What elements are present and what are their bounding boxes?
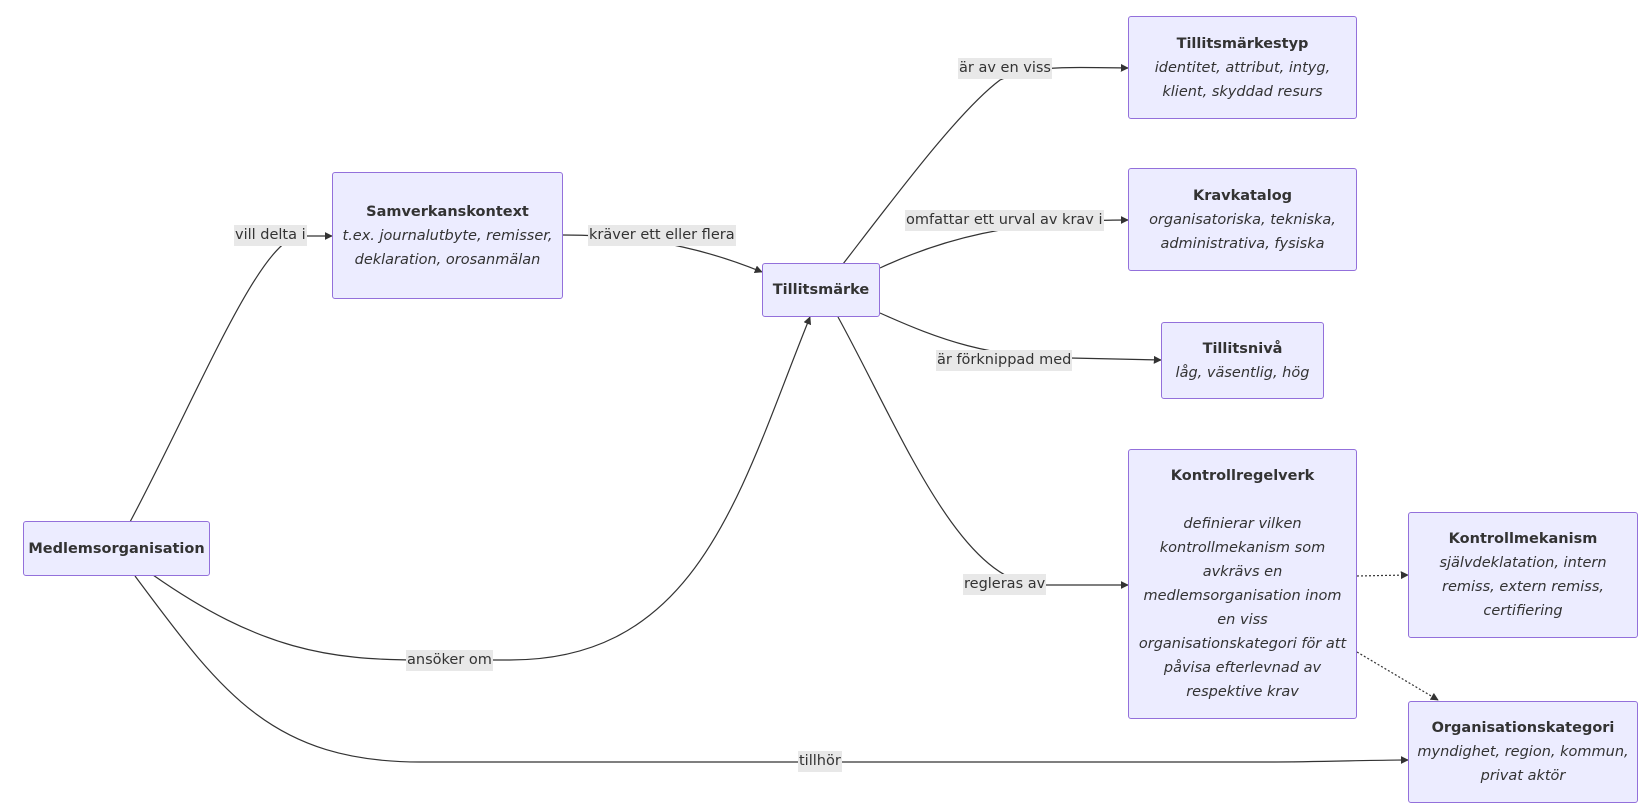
node-title: Samverkanskontext (366, 203, 529, 220)
node-tillitsniva: Tillitsnivå låg, väsentlig, hög (1161, 322, 1324, 399)
node-description: låg, väsentlig, hög (1175, 364, 1310, 381)
node-tillitsmarke: Tillitsmärke (762, 263, 880, 317)
edge-label-vill-delta-i: vill delta i (234, 225, 307, 246)
node-title: Medlemsorganisation (28, 540, 205, 557)
edge-tillhor (134, 575, 1409, 765)
node-description: självdeklatation, intern remiss, extern … (1439, 555, 1607, 619)
node-title: Kontrollmekanism (1448, 531, 1598, 547)
node-title: Organisationskategori (1431, 720, 1615, 736)
node-title: Tillitsmärkestyp (1176, 35, 1309, 52)
node-kontrollregelverk: Kontrollregelverk definierar vilken kont… (1128, 449, 1357, 719)
node-description: definierar vilken kontrollmekanism som a… (1138, 516, 1347, 700)
edge-label-omfattar-ett-urval: omfattar ett urval av krav i (905, 210, 1104, 231)
edge-kontrollmekanism-dotted (1356, 571, 1409, 580)
edge-label-kraver-ett-eller-flera: kräver ett eller flera (588, 225, 736, 246)
edge-label-tillhor: tillhör (798, 751, 842, 772)
edge-label-ar-forknippad-med: är förknippad med (936, 350, 1073, 371)
node-kravkatalog: Kravkatalog organisatoriska, tekniska, a… (1128, 168, 1357, 271)
edge-ar-av-en-viss (842, 63, 1129, 265)
node-title: Tillitsmärke (772, 282, 870, 298)
node-description: identitet, attribut, intyg, klient, skyd… (1154, 59, 1331, 100)
edge-ansoker-om (152, 316, 812, 661)
node-title: Tillitsnivå (1202, 340, 1283, 357)
edge-label-ar-av-en-viss: är av en viss (958, 58, 1052, 79)
node-description: myndighet, region, kommun, privat aktör (1417, 744, 1629, 784)
node-description: t.ex. journalutbyte, remisser, deklarati… (342, 227, 553, 268)
edge-vill-delta-i (129, 232, 333, 523)
node-title: Kravkatalog (1192, 187, 1293, 204)
node-description: organisatoriska, tekniska, administrativ… (1149, 211, 1336, 252)
node-medlemsorganisation: Medlemsorganisation (23, 521, 210, 576)
node-kontrollmekanism: Kontrollmekanism självdeklatation, inter… (1408, 512, 1638, 638)
node-organisationskategori: Organisationskategori myndighet, region,… (1408, 701, 1638, 803)
node-samverkanskontext: Samverkanskontext t.ex. journalutbyte, r… (332, 172, 563, 299)
node-title: Kontrollregelverk (1170, 468, 1315, 484)
edge-organisationskategori-dotted (1356, 651, 1439, 701)
edge-label-ansoker-om: ansöker om (406, 650, 493, 671)
edge-label-regleras-av: regleras av (963, 574, 1047, 595)
node-tillitsmarkestyp: Tillitsmärkestyp identitet, attribut, in… (1128, 16, 1357, 119)
